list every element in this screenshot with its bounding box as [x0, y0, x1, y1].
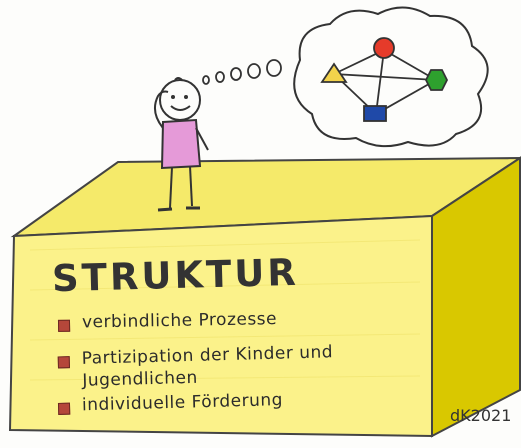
- person: [153, 77, 209, 212]
- person-shirt: [160, 118, 202, 170]
- bullet-icon: [57, 319, 71, 332]
- network-diagram: [333, 49, 437, 115]
- list-item: verbindliche Prozesse: [57, 308, 278, 334]
- red-circle-node: [373, 37, 395, 59]
- box-front-face: [8, 214, 433, 438]
- thought-dots: [202, 59, 282, 85]
- box-texture: [29, 239, 421, 381]
- green-hexagon-node: [424, 69, 449, 91]
- blue-square-node: [363, 105, 387, 122]
- bullet-icon: [57, 356, 71, 369]
- signature: dK2021: [450, 406, 512, 425]
- list-item-label: Partizipation der Kinder und Jugendliche…: [81, 342, 334, 391]
- list-item: Partizipation der Kinder und Jugendliche…: [57, 340, 398, 393]
- page-title: STRUKTUR: [51, 250, 300, 301]
- yellow-triangle-node: [320, 62, 348, 83]
- list-item-label: verbindliche Prozesse: [81, 309, 278, 333]
- person-head: [159, 79, 201, 121]
- bullet-icon: [57, 402, 71, 415]
